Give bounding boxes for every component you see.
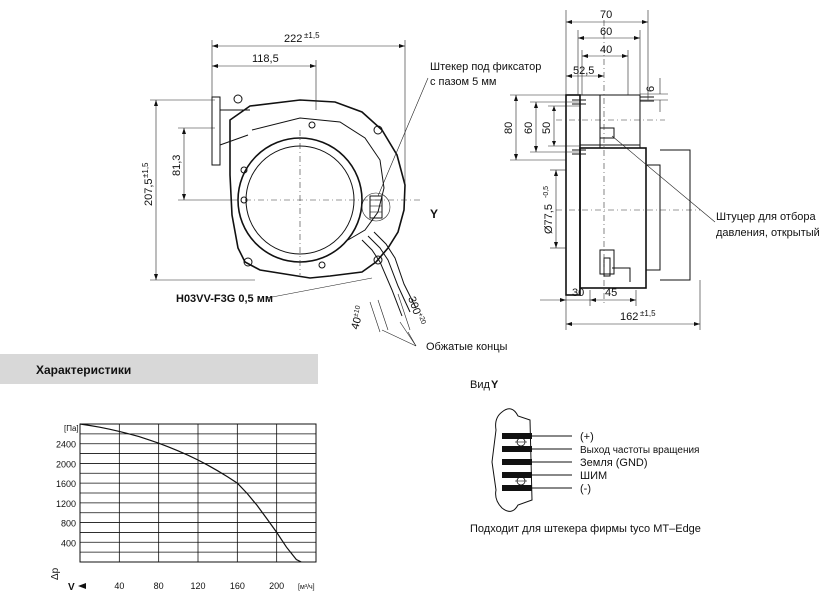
dim-52-5: 52,5	[573, 65, 594, 77]
svg-text:±10: ±10	[352, 305, 362, 318]
x-tick-label: 120	[190, 581, 205, 591]
pin-row: Земля (GND)	[502, 457, 648, 469]
nozzle-label-2: давления, открытый	[716, 227, 820, 239]
view-y-note: Подходит для штекера фирмы tyco MT–Edge	[470, 523, 701, 535]
pin-contact	[502, 459, 532, 465]
pin-label: ШИМ	[580, 470, 607, 482]
pin-label: Земля (GND)	[580, 457, 648, 469]
connector-label-2: с пазом 5 мм	[430, 76, 496, 88]
pin-contact	[502, 485, 532, 491]
screw-hole	[233, 94, 243, 104]
svg-text:+20: +20	[416, 312, 427, 326]
screw-hole	[373, 255, 383, 265]
chart-y-symbol: Δp	[50, 567, 61, 580]
y-tick-label: 2000	[56, 459, 76, 469]
view-y-letter: Y	[491, 379, 499, 391]
mounting-flange	[211, 96, 221, 166]
characteristic-chart: 2400 2000 1600 1200 800 400 40 80 120 160 200 [Па…	[50, 423, 317, 593]
pin-label: Выход частоты вращения	[580, 445, 699, 456]
pin-row: ШИМ	[502, 470, 607, 482]
side-view: 70 60 40 52,5 6 80 60 50 Ø77,5 -0,5 30 4…	[503, 9, 820, 330]
pin-contact	[502, 446, 532, 452]
svg-text:±1,5: ±1,5	[141, 162, 150, 178]
view-y-title: Вид	[470, 379, 490, 391]
nozzle-label: Штуцер для отбора	[716, 211, 817, 223]
pin-contact	[502, 433, 532, 439]
dim-50: 50	[541, 122, 553, 134]
pressure-nozzle	[599, 127, 615, 139]
motor-hub	[660, 149, 691, 281]
dim-diameter: Ø77,5	[543, 204, 555, 234]
y-tick-label: 1600	[56, 479, 76, 489]
dim-30: 30	[572, 287, 584, 299]
chart-grid	[80, 424, 316, 562]
dim-60-top: 60	[600, 26, 612, 38]
pin-label: (-)	[580, 483, 591, 495]
screw-hole	[243, 257, 253, 267]
svg-text:±1,5: ±1,5	[640, 309, 656, 318]
dim-lead-300: 300	[405, 295, 423, 316]
x-tick-label: 160	[230, 581, 245, 591]
view-y-marker: Y	[430, 207, 438, 221]
dim-height-total: 207,5	[143, 178, 155, 206]
dim-40: 40	[600, 44, 612, 56]
chart-series-line	[79, 423, 302, 563]
side-housing	[579, 147, 647, 289]
pin-row: (+)	[502, 431, 594, 443]
characteristics-header: Характеристики	[36, 363, 131, 377]
dim-height-partial: 81,3	[171, 155, 183, 176]
cable	[361, 239, 403, 317]
dim-lead-40: 40	[349, 316, 364, 331]
svg-text:±1,5: ±1,5	[304, 31, 320, 40]
screw-hole	[373, 125, 383, 135]
blower-scroll	[251, 117, 385, 241]
plug-outline	[491, 408, 533, 512]
dim-6: 6	[645, 86, 657, 92]
cable-label: H03VV-F3G 0,5 мм	[176, 293, 273, 305]
y-tick-label: 800	[61, 519, 76, 529]
x-tick-label: 80	[154, 581, 164, 591]
chart-y-ticks: 2400 2000 1600 1200 800 400	[56, 440, 76, 549]
x-arrow-icon	[78, 583, 86, 589]
pin-contact	[502, 472, 532, 478]
y-tick-label: 1200	[56, 499, 76, 509]
connector-y	[369, 195, 383, 219]
x-tick-label: 40	[114, 581, 124, 591]
x-tick-label: 200	[269, 581, 284, 591]
pin-label: (+)	[580, 431, 594, 443]
front-view: 222 ±1,5 118,5 207,5 ±1,5 81,3 Штекер по…	[141, 31, 541, 353]
svg-text:-0,5: -0,5	[543, 186, 550, 198]
dim-width-partial: 118,5	[252, 53, 279, 65]
side-flange	[565, 94, 581, 296]
pin-row: Выход частоты вращения	[502, 445, 699, 456]
dim-70: 70	[600, 9, 612, 21]
chart-x-unit: [м³/ч]	[298, 584, 315, 591]
pin-row: (-)	[502, 483, 591, 495]
dim-45: 45	[605, 287, 617, 299]
dim-162: 162	[620, 311, 638, 323]
dim-60-side: 60	[523, 122, 535, 134]
characteristics-header-bar	[0, 354, 318, 384]
chart-x-ticks: 40 80 120 160 200	[114, 581, 284, 591]
y-tick-label: 400	[61, 538, 76, 548]
chart-y-unit: [Па]	[64, 424, 79, 433]
crimped-label: Обжатые концы	[426, 341, 508, 353]
chart-x-symbol: V	[68, 582, 75, 593]
dim-width-total: 222	[284, 33, 302, 45]
connector-label: Штекер под фиксатор	[430, 61, 541, 73]
dim-80: 80	[503, 122, 515, 134]
y-tick-label: 2400	[56, 440, 76, 450]
